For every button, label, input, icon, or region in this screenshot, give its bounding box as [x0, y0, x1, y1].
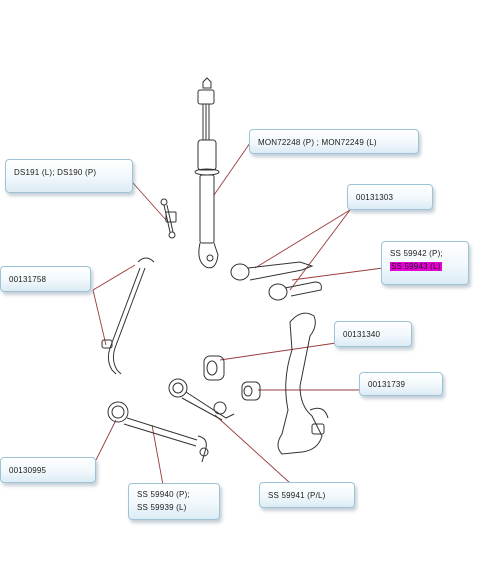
leader-ss59941 — [214, 414, 291, 484]
callout-mon72248: MON72248 (P) ; MON72249 (L) — [249, 129, 419, 154]
leader-ds191 — [132, 182, 167, 221]
part-number-ds191: DS191 (L); DS190 (P) — [14, 168, 97, 177]
stabilizer-link-drawing — [160, 198, 177, 239]
callout-ds191: DS191 (L); DS190 (P) — [5, 159, 133, 193]
part-number-ss59943-highlighted: SS 59943 (L) — [390, 262, 442, 271]
callout-ss59942: SS 59942 (P); SS 59943 (L) — [381, 241, 469, 285]
strut-drawing — [194, 77, 220, 269]
upper-arm-drawing — [230, 261, 322, 301]
lower-arm-b-drawing — [107, 401, 209, 463]
callout-00131340: 00131340 — [334, 321, 412, 347]
part-number-ss59939: SS 59939 (L) — [137, 503, 187, 512]
callout-ss59940: SS 59940 (P); SS 59939 (L) — [128, 483, 220, 520]
leader-00131758-a — [92, 264, 136, 291]
leader-mon72248 — [213, 142, 251, 196]
knuckle-drawing — [277, 312, 329, 455]
part-number-ss59942: SS 59942 (P); — [390, 249, 443, 258]
callout-00131739: 00131739 — [359, 372, 443, 396]
callout-00131758: 00131758 — [0, 266, 91, 292]
part-number-00131340: 00131340 — [343, 330, 381, 339]
leader-00131758-b — [92, 289, 107, 346]
bushing-drawing — [203, 355, 261, 401]
leader-00131303-a — [254, 209, 351, 269]
leader-00130995 — [95, 419, 117, 461]
leader-ss59940 — [151, 424, 164, 486]
part-number-00131739: 00131739 — [368, 380, 406, 389]
callout-00130995: 00130995 — [0, 457, 96, 483]
part-number-00130995: 00130995 — [9, 466, 47, 475]
sway-bar-drawing — [101, 257, 155, 375]
leader-00131303-b — [289, 209, 351, 291]
part-number-00131303: 00131303 — [356, 193, 394, 202]
part-number-00131758: 00131758 — [9, 275, 47, 284]
part-number-ss59940: SS 59940 (P); — [137, 490, 190, 499]
leader-ss59942 — [291, 267, 384, 281]
part-number-mon72248: MON72248 (P) ; MON72249 (L) — [258, 138, 377, 147]
leader-00131340 — [219, 342, 337, 361]
part-number-ss59941: SS 59941 (P/L) — [268, 491, 326, 500]
callout-ss59941: SS 59941 (P/L) — [259, 482, 355, 508]
lower-arm-a-drawing — [168, 378, 235, 421]
callout-00131303: 00131303 — [347, 184, 433, 210]
